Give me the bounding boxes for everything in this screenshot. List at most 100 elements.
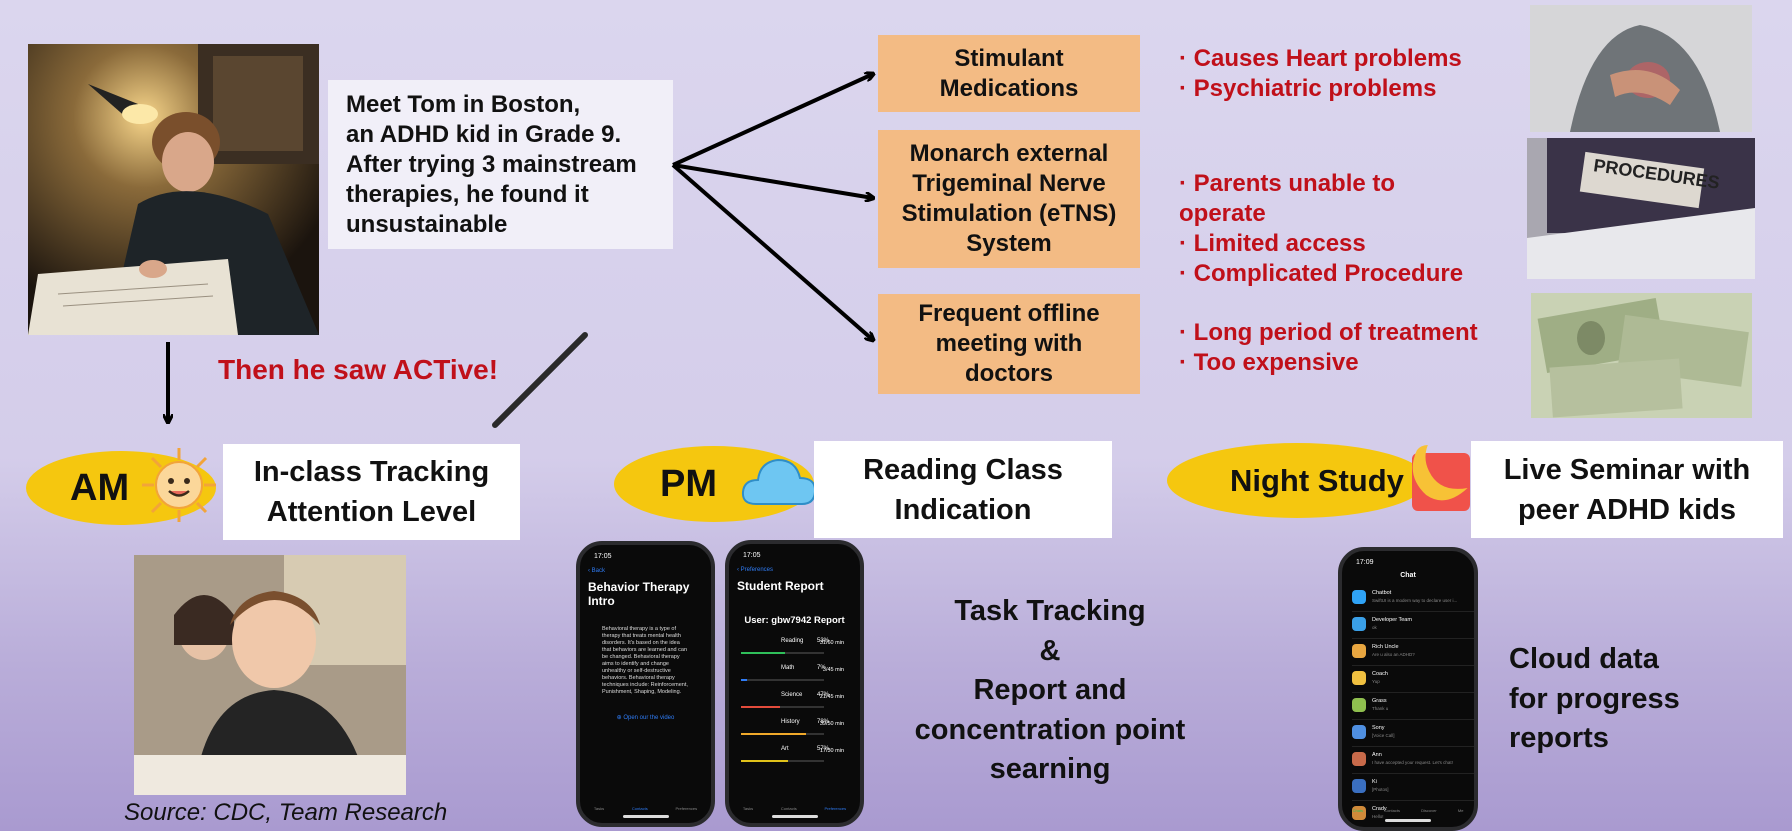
story-line: therapies, he found it — [346, 181, 589, 208]
progress-track — [741, 760, 824, 762]
home-indicator — [771, 815, 818, 818]
report-user: User: gbw7942 Report — [744, 615, 845, 626]
tab-bar: Tasks Contacts Preferences — [729, 806, 860, 811]
tab-discover[interactable]: Discover — [1421, 808, 1437, 813]
phone-student-report: 17:05 ‹ Preferences Student Report User:… — [725, 540, 864, 827]
back-button[interactable]: ‹ Back — [588, 568, 606, 574]
progress-fill — [741, 679, 747, 681]
mid-line: Report and — [973, 674, 1127, 706]
mid-line: & — [1039, 634, 1061, 667]
report-row: Art 57%17/30 min — [741, 740, 848, 767]
tab-contacts[interactable]: Contacts — [780, 806, 797, 811]
task-tracking-text: Task Tracking & Report and concentration… — [900, 592, 1200, 790]
issue-item: · Parents unable to — [1179, 170, 1396, 197]
money-stack-photo — [1531, 293, 1752, 418]
arrow-to-stimulant — [672, 74, 873, 167]
chat-avatar — [1352, 806, 1366, 820]
chat-avatar — [1352, 725, 1366, 739]
cloud-line: Cloud data — [1509, 643, 1659, 675]
subject-minutes: 3/45 min — [822, 667, 844, 673]
progress-fill — [741, 652, 785, 654]
progress-track — [741, 679, 824, 681]
etns-issues: · Parents unable to operate · Limited ac… — [1179, 169, 1463, 289]
tab-me[interactable]: Me — [1457, 808, 1464, 813]
chat-avatar — [1352, 671, 1366, 685]
chat-name: Ki — [1372, 779, 1377, 785]
story-line: unsustainable — [346, 211, 508, 238]
mid-line: searning — [989, 753, 1111, 785]
tab-tasks[interactable]: Tasks — [742, 806, 754, 811]
tab-contacts[interactable]: Contacts — [1384, 808, 1400, 813]
chat-name: Sony — [1372, 725, 1385, 731]
chat-preview: [Voice Call] — [1372, 733, 1395, 738]
chat-name: Rich Uncle — [1372, 644, 1399, 650]
chat-item[interactable]: Sony [Voice Call] — [1352, 720, 1474, 747]
chat-name: Coach — [1372, 671, 1388, 677]
screen-title: Student Report — [737, 579, 824, 593]
chat-avatar — [1352, 752, 1366, 766]
home-indicator — [622, 815, 669, 818]
arrow-to-offline — [671, 163, 873, 340]
issue-item: · Too expensive — [1179, 349, 1359, 376]
therapy-label-line: Trigeminal Nerve — [912, 170, 1106, 197]
tab-contacts[interactable]: Contacts — [631, 806, 648, 811]
issue-item: operate — [1179, 200, 1266, 227]
chat-avatar — [1352, 698, 1366, 712]
chat-item[interactable]: Ki[Photos] — [1352, 774, 1474, 801]
tab-chats[interactable]: Chats — [1352, 808, 1364, 813]
home-indicator — [1385, 819, 1431, 822]
chat-preview: ok — [1372, 625, 1377, 630]
phone-status-time: 17:05 — [594, 553, 612, 560]
therapy-label-line: doctors — [964, 360, 1053, 387]
pm-label: PM — [660, 462, 717, 505]
stimulant-issues: · Causes Heart problems · Psychiatric pr… — [1179, 44, 1462, 104]
therapy-label-line: Stimulation (eTNS) — [901, 200, 1117, 227]
open-video-link[interactable]: ⊕ Open our the video — [616, 715, 675, 721]
subject-label: Reading — [781, 638, 804, 644]
chat-preview: Yup — [1372, 679, 1380, 684]
heart-pain-photo — [1530, 5, 1752, 132]
chat-preview: Thank u — [1372, 706, 1389, 711]
chat-name: Developer Team — [1372, 617, 1412, 623]
subject-percent: 7% — [817, 665, 826, 671]
tab-tasks[interactable]: Tasks — [593, 806, 605, 811]
tab-preferences[interactable]: Preferences — [824, 806, 847, 811]
tab-bar: Chats Contacts Discover Me — [1342, 808, 1474, 813]
chat-name: Grass — [1372, 698, 1387, 704]
progress-fill — [741, 760, 789, 762]
tab-preferences[interactable]: Preferences — [675, 806, 698, 811]
cloud-icon — [741, 458, 817, 505]
therapy-label-line: System — [966, 230, 1052, 257]
arrow-to-etns — [672, 163, 873, 198]
subject-minutes: 17/30 min — [819, 748, 844, 754]
mid-line: Task Tracking — [954, 595, 1146, 627]
subject-label: Science — [781, 692, 803, 698]
subject-minutes: 21/45 min — [819, 694, 844, 700]
chat-item[interactable]: Developer Team ok — [1352, 612, 1474, 639]
subject-percent: 57% — [817, 746, 830, 752]
therapy-label-line: Frequent offline — [918, 300, 1100, 327]
activity-line: Indication — [894, 493, 1032, 526]
issue-item: · Causes Heart problems — [1179, 45, 1462, 72]
issue-item: · Psychiatric problems — [1179, 75, 1437, 102]
back-button[interactable]: ‹ Preferences — [737, 567, 774, 573]
offline-issues: · Long period of treatment · Too expensi… — [1179, 318, 1478, 378]
story-line: Meet Tom in Boston, — [346, 91, 581, 118]
story-line: an ADHD kid in Grade 9. — [346, 121, 622, 148]
chat-avatar — [1352, 644, 1366, 658]
progress-track — [741, 733, 824, 735]
night-study-label: Night Study — [1230, 462, 1404, 498]
subject-label: Art — [781, 746, 789, 752]
chat-name: Chatbot — [1372, 590, 1392, 596]
